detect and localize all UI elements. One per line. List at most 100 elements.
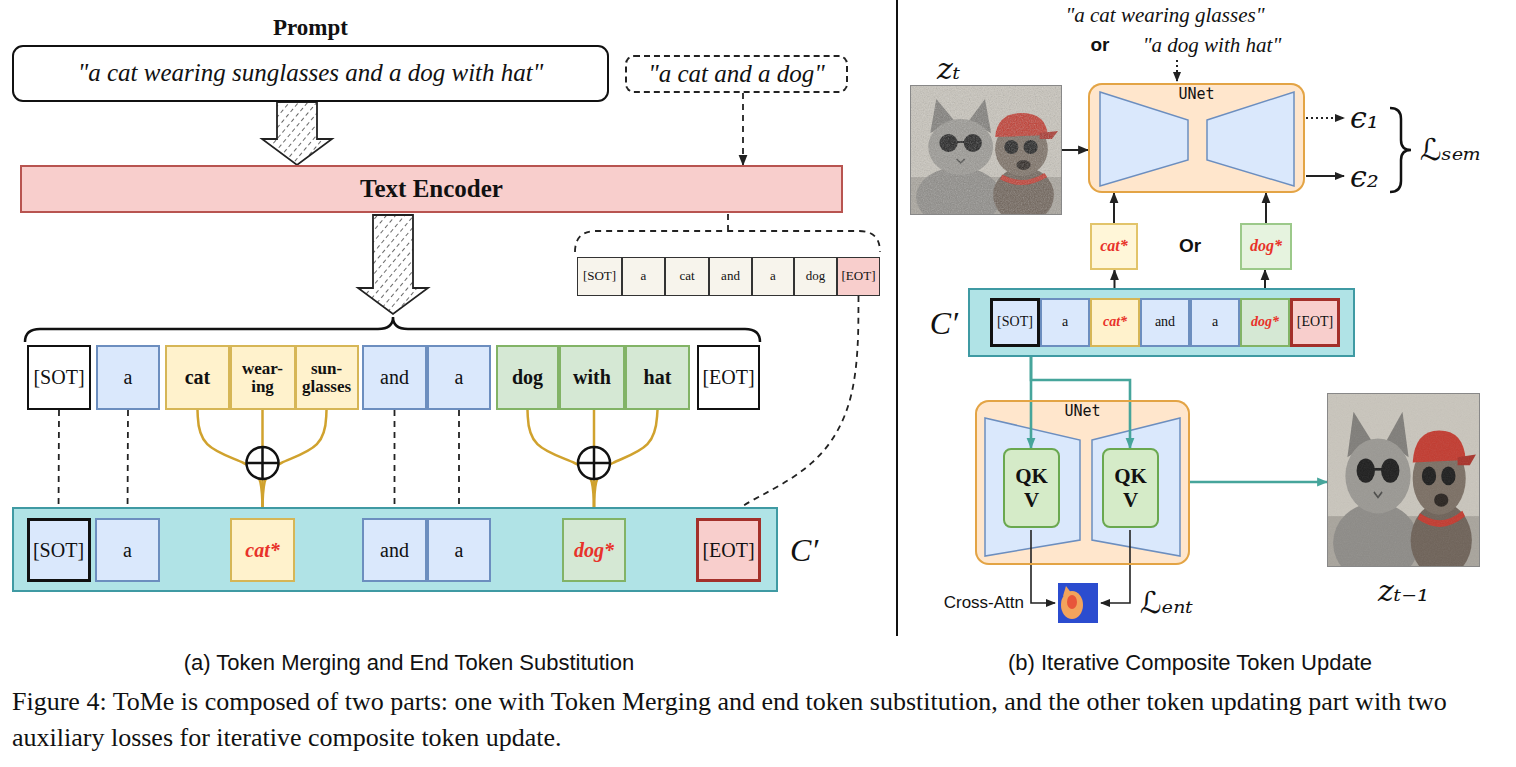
node-label: [SOT]: [33, 366, 84, 389]
node-label: a: [1212, 314, 1218, 330]
noisy-latent-image: [910, 85, 1062, 227]
node-label: [EOT]: [702, 539, 754, 562]
node-label: a: [455, 366, 464, 389]
token-box: cat*: [1090, 298, 1140, 347]
node-label: cat*: [1100, 237, 1128, 255]
attention-map: [1058, 583, 1098, 623]
attention-map: [1058, 583, 1098, 623]
node-heading: C′: [930, 304, 958, 341]
panel-divider: [897, 0, 898, 636]
token-box: a: [96, 345, 160, 410]
unet-body: [1100, 92, 1188, 186]
token-box: [EOT]: [697, 345, 760, 410]
node-heading: Prompt: [273, 15, 348, 41]
node-label: hat: [644, 366, 672, 389]
attention-block: QKV: [1003, 448, 1060, 528]
token-box: wear- ing: [230, 345, 296, 410]
node-label: [EOT]: [1297, 314, 1334, 330]
token-box: [EOT]: [696, 518, 761, 582]
attention-block: QKV: [1102, 448, 1159, 528]
denoised-latent-image: [1327, 393, 1480, 583]
noise-arrows: [1306, 118, 1344, 176]
node-label: "a cat wearing sunglasses and a dog with…: [78, 59, 543, 88]
node-label: a: [770, 269, 776, 284]
token-box: and: [1140, 298, 1190, 347]
prompt-text: "a dog with hat": [1143, 33, 1281, 57]
token-box: sun- glasses: [295, 345, 359, 410]
prompt-leader: [1177, 60, 1178, 81]
attention-leaders: [1101, 530, 1130, 603]
loss-symbol: ℒₛₑₘ: [1420, 133, 1482, 168]
node-label: wear- ing: [235, 360, 291, 396]
prompt-text: "a cat wearing glasses": [1065, 3, 1264, 27]
token-box: dog*: [1240, 298, 1290, 347]
arrow: [127, 410, 129, 518]
node-label: V: [1123, 488, 1138, 512]
node-label: [EOT]: [842, 269, 876, 284]
composite-token-box: cat*: [1090, 223, 1138, 270]
token-box: a: [1040, 298, 1090, 347]
node-heading: C′: [790, 531, 818, 568]
arrow: [742, 93, 744, 165]
noisy-latent-image: [910, 85, 1062, 215]
node-label: and: [721, 269, 740, 284]
attention-map: [1063, 586, 1072, 596]
prompt-leader: [1176, 60, 1178, 81]
attention-map: [1067, 595, 1077, 609]
token-box: cat: [165, 345, 230, 410]
node-label: dog: [806, 269, 826, 284]
node-label: Text Encoder: [360, 175, 503, 204]
node-label: UNet: [1064, 403, 1100, 420]
token-box: dog: [496, 345, 559, 410]
arrow: [1190, 481, 1327, 484]
node-label: dog*: [1250, 237, 1282, 255]
token-box: a: [1190, 298, 1240, 347]
arrow: [1062, 149, 1088, 151]
token-sequence-band: [SOT]acat*andadog*[EOT]C′: [968, 288, 1355, 357]
token-box: and: [362, 345, 427, 410]
arrow: [458, 410, 460, 518]
node-label: cat: [185, 366, 211, 389]
brace: [25, 317, 760, 342]
node-label: a: [124, 366, 133, 389]
arrow: [1265, 193, 1267, 223]
token-box: a: [622, 257, 665, 296]
loss-symbol: ℒₑₙₜ: [1140, 586, 1193, 621]
prompt-box: "a cat and a dog": [625, 55, 848, 93]
node-label: a: [123, 539, 132, 562]
encoder-block: Text Encoder: [20, 165, 843, 213]
unet-body: [975, 400, 1190, 565]
unet-block: UNet: [1088, 83, 1305, 193]
noise-arrows: [1306, 175, 1344, 177]
node-label: a: [641, 269, 647, 284]
figure-caption: Figure 4: ToMe is composed of two parts:…: [12, 684, 1504, 756]
token-sequence-band: [SOT]acat*andadog*[EOT]C′: [12, 507, 778, 592]
arrow: [58, 410, 60, 518]
token-box: hat: [625, 345, 690, 410]
noise-arrows: [1306, 117, 1344, 119]
denoised-latent-image: [1327, 393, 1480, 583]
node-label: "a cat and a dog": [648, 60, 825, 89]
node-label: dog*: [1251, 314, 1279, 330]
unet-body: [1207, 92, 1294, 186]
token-box: [SOT]: [990, 298, 1040, 347]
brace: [25, 317, 760, 342]
node-label: and: [1155, 314, 1175, 330]
node-label: a: [1062, 314, 1068, 330]
subfigure-caption: (b) Iterative Composite Token Update: [1008, 650, 1372, 675]
node-label: a: [455, 539, 464, 562]
sum-symbol: [247, 447, 279, 479]
token-box: [SOT]: [577, 257, 622, 296]
sum-symbol: [578, 447, 610, 479]
node-label: [SOT]: [583, 269, 616, 284]
token-box: a: [427, 345, 491, 410]
node-label: with: [573, 366, 611, 389]
arrow: [1031, 347, 1130, 448]
unet-body: [1092, 418, 1180, 556]
node-label: [EOT]: [702, 366, 754, 389]
token-box: a: [427, 518, 491, 582]
hatched-arrow: [358, 215, 428, 314]
node-label: cat*: [245, 539, 279, 562]
node-label: V: [1024, 488, 1039, 512]
unet-body: [1088, 83, 1305, 193]
